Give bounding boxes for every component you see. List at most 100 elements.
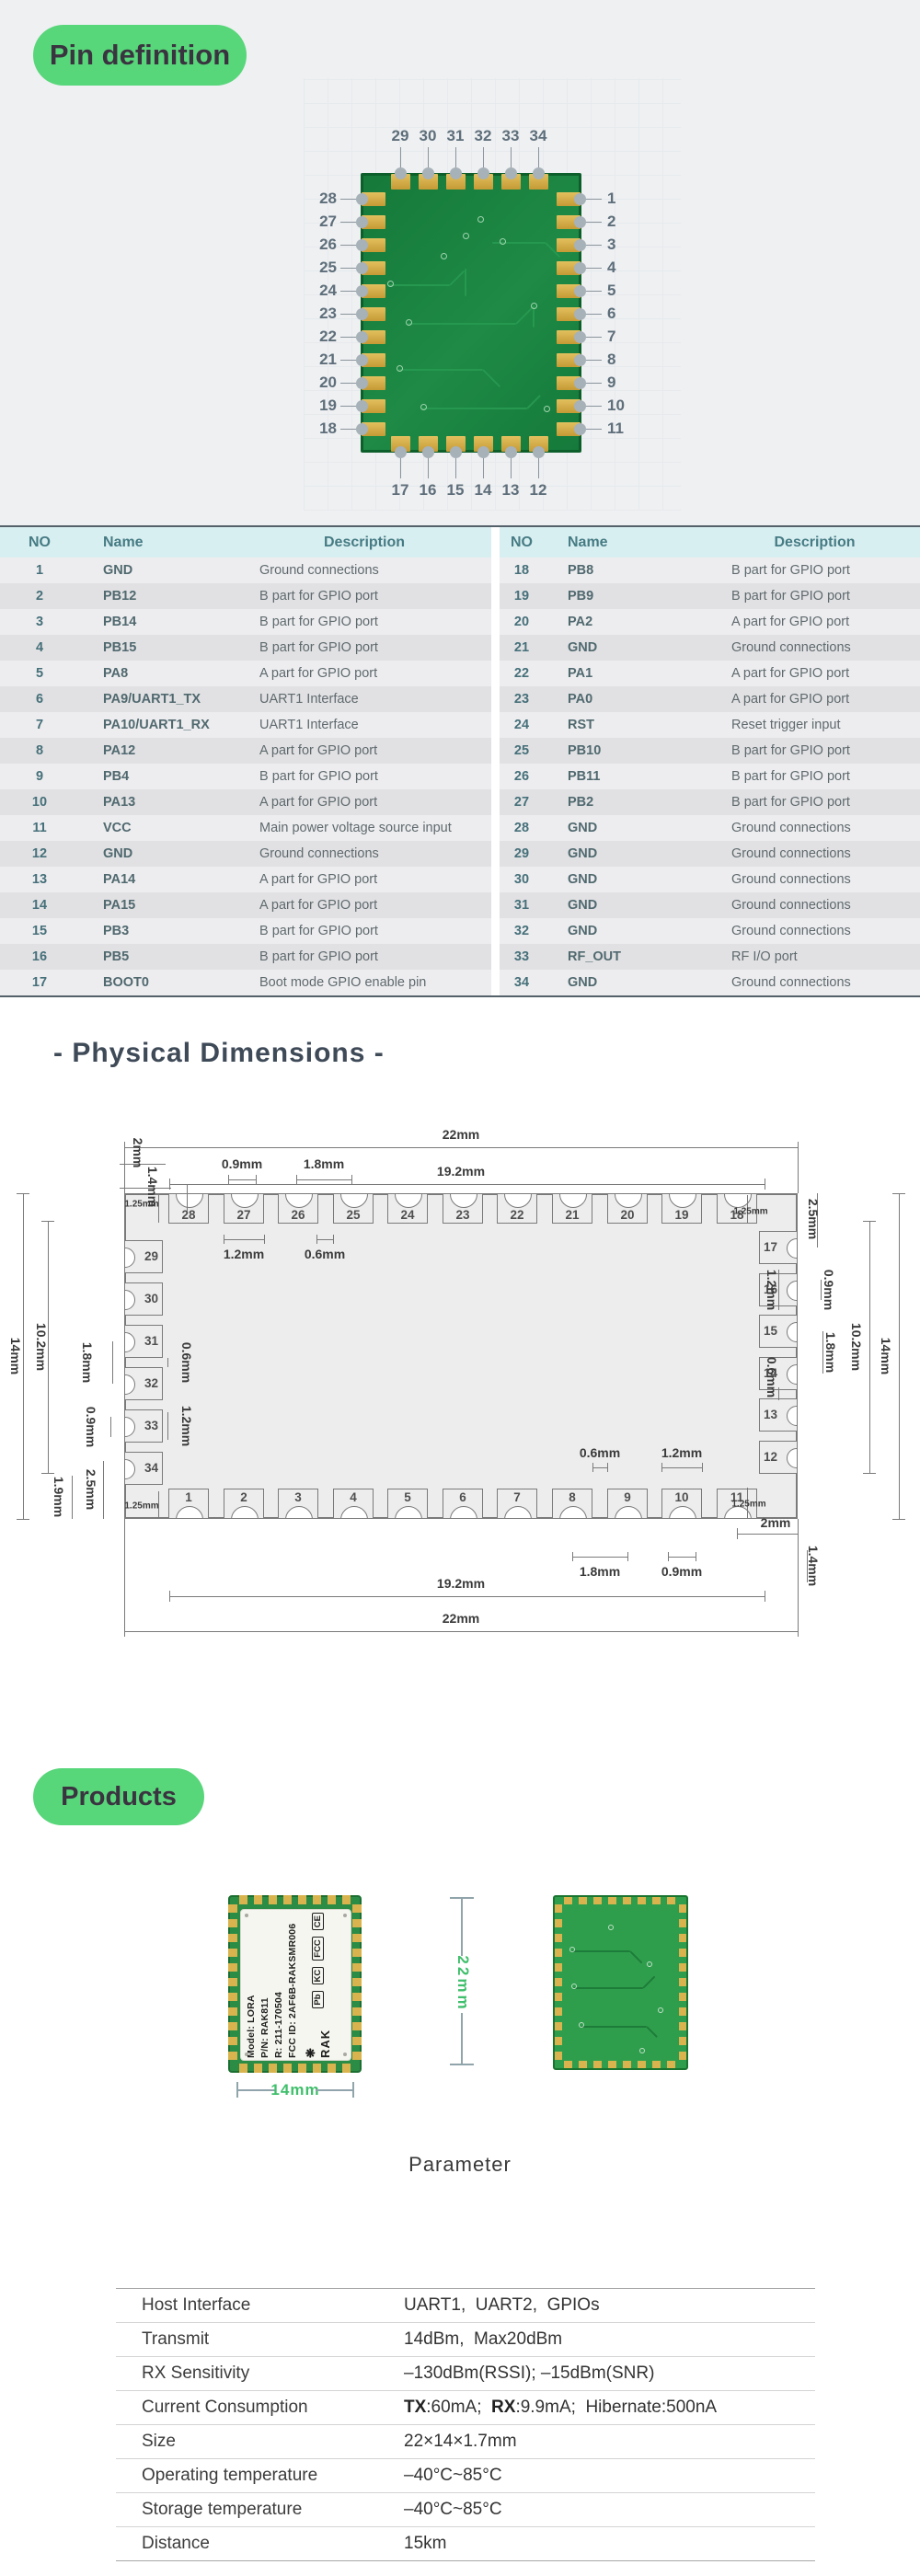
footprint-pad: 33 xyxy=(124,1409,163,1443)
pin-leader-line xyxy=(583,337,602,338)
cell-name: VCC xyxy=(103,821,132,835)
pin-dot xyxy=(421,446,434,458)
footprint-pad: 7 xyxy=(497,1489,537,1519)
dimension-line xyxy=(333,1235,334,1244)
cell-name: GND xyxy=(568,898,598,913)
dimension-line xyxy=(167,1358,168,1367)
footprint-pad: 4 xyxy=(333,1489,374,1519)
pcb-via xyxy=(441,253,447,259)
pin-leader-line xyxy=(340,406,359,407)
pad-notch xyxy=(504,1506,532,1518)
cell-description: A part for GPIO port xyxy=(259,795,378,810)
pin-dot xyxy=(356,192,368,205)
pin-dot xyxy=(356,376,368,389)
pin-number: 9 xyxy=(607,374,616,391)
pad-notch xyxy=(787,1238,797,1259)
pad-number: 11 xyxy=(730,1490,744,1504)
pin-dot xyxy=(574,353,586,366)
param-label: Operating temperature xyxy=(142,2466,318,2485)
pcb-trace xyxy=(449,270,466,286)
cell-description: Main power voltage source input xyxy=(259,821,452,835)
pcb-via xyxy=(500,238,506,245)
pad-number: 16 xyxy=(764,1282,778,1296)
footprint-pad: 15 xyxy=(759,1315,798,1348)
dimension-line xyxy=(169,1591,170,1602)
dimension-line xyxy=(572,1552,573,1561)
footprint-pad: 23 xyxy=(443,1193,483,1224)
pin-leader-line xyxy=(340,383,359,384)
cell-no: 3 xyxy=(35,615,44,629)
dimension-line xyxy=(124,1631,798,1632)
pin-definition-badge: Pin definition xyxy=(33,25,247,86)
castellation-left xyxy=(228,1904,237,2064)
pad-number: 10 xyxy=(674,1490,689,1504)
pcb-trace xyxy=(422,408,527,409)
cell-name: BOOT0 xyxy=(103,975,149,990)
cell-description: A part for GPIO port xyxy=(259,898,378,913)
pad-notch xyxy=(450,1194,477,1208)
dimension-line xyxy=(17,1519,29,1520)
label-line: P/N: RAK811 xyxy=(259,1996,270,2058)
pin-leader-line xyxy=(400,147,401,167)
dimension-line xyxy=(798,1147,799,1193)
column-header: Description xyxy=(323,534,405,550)
pin-number: 17 xyxy=(391,481,409,499)
cell-no: 27 xyxy=(513,795,530,810)
pcb-trace xyxy=(526,395,541,409)
pad-number: 8 xyxy=(569,1490,576,1504)
dimension-line xyxy=(607,1463,608,1472)
cell-name: PA15 xyxy=(103,898,136,913)
cert-mark-ce: CE xyxy=(311,1912,324,1930)
param-value: 15km xyxy=(404,2534,447,2553)
pin-number: 14 xyxy=(474,481,492,499)
cell-name: PB5 xyxy=(103,949,130,964)
dimension-line xyxy=(187,1184,188,1212)
pcb-pad xyxy=(362,261,385,275)
footprint-pad: 2 xyxy=(224,1489,264,1519)
dimension-line xyxy=(120,1188,171,1189)
pin-leader-line xyxy=(340,291,359,292)
cell-description: Ground connections xyxy=(259,846,379,861)
pad-number: 27 xyxy=(236,1208,251,1222)
pin-dot xyxy=(356,284,368,297)
footprint-pad: 32 xyxy=(124,1367,163,1400)
cell-description: A part for GPIO port xyxy=(259,872,378,887)
pad-notch xyxy=(125,1417,135,1437)
param-label: RX Sensitivity xyxy=(142,2363,250,2383)
pin-dot xyxy=(356,399,368,412)
cell-no: 17 xyxy=(31,975,48,990)
pcb-via xyxy=(658,2007,663,2013)
cell-name: GND xyxy=(568,640,598,655)
pad-notch xyxy=(559,1194,587,1208)
dimension-label: 0.6mm xyxy=(179,1341,194,1384)
pad-notch xyxy=(787,1281,797,1301)
pad-number: 3 xyxy=(294,1490,302,1504)
pin-leader-line xyxy=(483,147,484,167)
pin-dot xyxy=(356,307,368,320)
cell-description: B part for GPIO port xyxy=(259,640,378,655)
cell-description: Ground connections xyxy=(259,563,379,578)
pin-leader-line xyxy=(400,458,401,478)
cell-name: PA14 xyxy=(103,872,136,887)
dimension-label: 14mm xyxy=(8,1337,23,1375)
footprint-pad: 9 xyxy=(607,1489,648,1519)
pad-notch xyxy=(231,1506,259,1518)
label-line: FCC ID: 2AF6B-RAKSMR006 xyxy=(286,1923,298,2058)
pad-notch xyxy=(615,1194,642,1208)
dimension-label: 19.2mm xyxy=(436,1576,486,1591)
dimension-line xyxy=(264,1235,265,1244)
pin-number: 29 xyxy=(391,127,409,144)
pad-notch xyxy=(176,1506,203,1518)
pad-notch xyxy=(176,1194,203,1208)
dimension-line xyxy=(120,1164,166,1165)
cell-name: RF_OUT xyxy=(568,949,621,964)
pcb-via xyxy=(463,233,469,239)
dimension-label: 1.25mm xyxy=(124,1199,159,1210)
dimension-label: 0.6mm xyxy=(304,1247,346,1261)
pcb-trace xyxy=(398,369,483,371)
